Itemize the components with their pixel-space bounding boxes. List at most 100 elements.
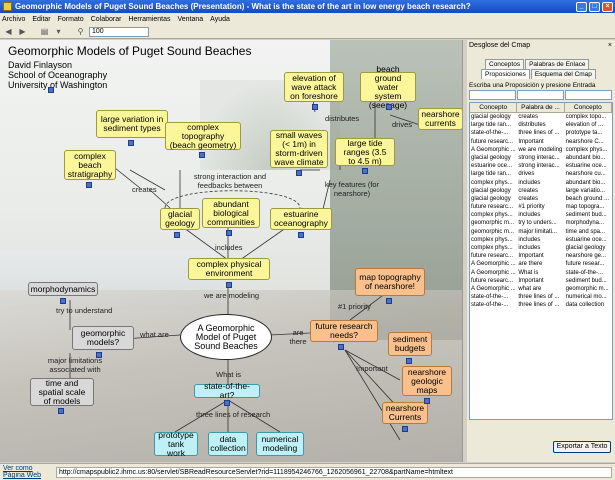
propositions-table[interactable]: Concepto Palabra de ... Concepto glacial… [469, 102, 613, 420]
node-nearshore-currents-bottom[interactable]: nearshore Currents [382, 402, 428, 424]
node-data-collection[interactable]: data collection [208, 432, 248, 456]
table-row[interactable]: state-of-the-...three lines of ...protot… [470, 129, 612, 137]
node-prototype-tank[interactable]: prototype tank work [154, 430, 198, 457]
node-physical-environment[interactable]: complex physical environment [188, 258, 270, 280]
node-state-of-the-art[interactable]: state-of-the-art? [194, 382, 260, 400]
proposition-concept2-input[interactable] [565, 90, 612, 100]
resource-icon[interactable] [296, 170, 302, 176]
resource-icon[interactable] [86, 182, 92, 188]
resource-icon[interactable] [312, 104, 318, 110]
menu-herramientas[interactable]: Herramientas [128, 15, 171, 23]
column-header-concepto-2[interactable]: Concepto [565, 103, 612, 112]
table-row[interactable]: geomorphic m...try to unders...morphodyn… [470, 219, 612, 227]
resource-icon[interactable] [224, 400, 230, 406]
tab-proposiciones[interactable]: Proposiciones [481, 69, 530, 79]
menu-colaborar[interactable]: Colaborar [90, 15, 122, 23]
menu-archivo[interactable]: Archivo [2, 15, 26, 23]
resource-icon[interactable] [48, 87, 54, 93]
node-elevation-wave-attack[interactable]: elevation of wave attack on foreshore [284, 72, 344, 102]
node-central-model[interactable]: A Geomorphic Model of Puget Sound Beache… [180, 314, 272, 360]
table-row[interactable]: state-of-the-...three lines of ...numeri… [470, 293, 612, 301]
close-button[interactable]: × [602, 1, 613, 12]
node-complex-topography[interactable]: complex topography (beach geometry) [165, 122, 241, 150]
menu-ventana[interactable]: Ventana [177, 15, 204, 23]
column-header-concepto[interactable]: Concepto [470, 103, 518, 112]
node-geologic-maps[interactable]: nearshore geologic maps [402, 366, 452, 396]
forward-arrow-icon[interactable]: ▶ [19, 27, 26, 36]
resource-icon[interactable] [60, 298, 66, 304]
tab-esquema-del-cmap[interactable]: Esquema del Cmap [530, 69, 596, 79]
resource-icon[interactable] [128, 140, 134, 146]
resource-icon[interactable] [386, 298, 392, 304]
view-as-webpage-link[interactable]: Ver como Página Web [3, 465, 42, 479]
resource-icon[interactable] [199, 152, 205, 158]
tab-palabras-de-enlace[interactable]: Palabras de Enlace [525, 59, 590, 69]
dropdown-chevron-icon[interactable]: ▾ [56, 27, 61, 36]
resource-icon[interactable] [298, 232, 304, 238]
node-morphodynamics[interactable]: morphodynamics [28, 282, 98, 296]
node-biological-communities[interactable]: abundant biological communities [202, 198, 260, 228]
node-tide-ranges[interactable]: large tide ranges (3.5 to 4.5 m) [335, 138, 395, 166]
column-header-palabra[interactable]: Palabra de ... [517, 103, 565, 112]
print-icon[interactable]: ▤ [40, 27, 49, 36]
node-scale-of-models[interactable]: time and spatial scale of models [30, 378, 94, 406]
node-groundwater[interactable]: beach ground water system (seepage) [360, 64, 416, 109]
table-row[interactable]: geomorphic m...major limitati...time and… [470, 228, 612, 236]
resource-icon[interactable] [406, 358, 412, 364]
zoom-select[interactable]: 100 [89, 26, 149, 37]
menu-ayuda[interactable]: Ayuda [210, 15, 230, 23]
resource-icon[interactable] [402, 426, 408, 432]
resource-icon[interactable] [58, 408, 64, 414]
concept-map-canvas[interactable]: Geomorphic Models of Puget Sound Beaches… [0, 40, 463, 462]
node-geomorphic-models[interactable]: geomorphic models? [72, 326, 134, 350]
node-beach-stratigraphy[interactable]: complex beach stratigraphy [64, 150, 116, 180]
resource-icon[interactable] [424, 398, 430, 404]
node-map-topography[interactable]: map topography of nearshore! [355, 268, 425, 296]
menu-editar[interactable]: Editar [32, 15, 51, 23]
node-small-waves[interactable]: small waves (< 1m) in storm-driven wave … [270, 130, 328, 168]
node-future-research[interactable]: future research needs? [310, 320, 378, 342]
node-nearshore-currents-top[interactable]: nearshore currents [418, 108, 462, 130]
panel-close-icon[interactable]: × [607, 42, 612, 49]
node-estuarine-oceanography[interactable]: estuarine oceanography [270, 208, 332, 230]
node-glacial-geology[interactable]: glacial geology [160, 208, 200, 230]
proposition-concept-input[interactable] [469, 90, 516, 100]
resource-icon[interactable] [386, 104, 392, 110]
back-arrow-icon[interactable]: ◀ [5, 27, 12, 36]
node-numerical-modeling[interactable]: numerical modeling [256, 432, 304, 456]
resource-icon[interactable] [226, 282, 232, 288]
export-to-text-button[interactable]: Exportar a Texto [553, 441, 611, 453]
table-row[interactable]: estuarine oce...strong interac...estuari… [470, 162, 612, 170]
node-sediment-variation[interactable]: large variation in sediment types [96, 110, 168, 138]
tab-conceptos[interactable]: Conceptos [485, 59, 525, 69]
minimize-button[interactable]: _ [576, 1, 587, 12]
table-row[interactable]: state-of-the-...three lines of ...data c… [470, 301, 612, 309]
resource-icon[interactable] [338, 344, 344, 350]
node-sediment-budgets[interactable]: sediment budgets [388, 332, 432, 356]
maximize-button[interactable]: □ [589, 1, 600, 12]
resource-icon[interactable] [174, 232, 180, 238]
resource-icon[interactable] [96, 352, 102, 358]
resource-icon[interactable] [226, 230, 232, 236]
resource-icon[interactable] [362, 168, 368, 174]
menu-formato[interactable]: Formato [57, 15, 84, 23]
proposition-linkword-input[interactable] [517, 90, 564, 100]
